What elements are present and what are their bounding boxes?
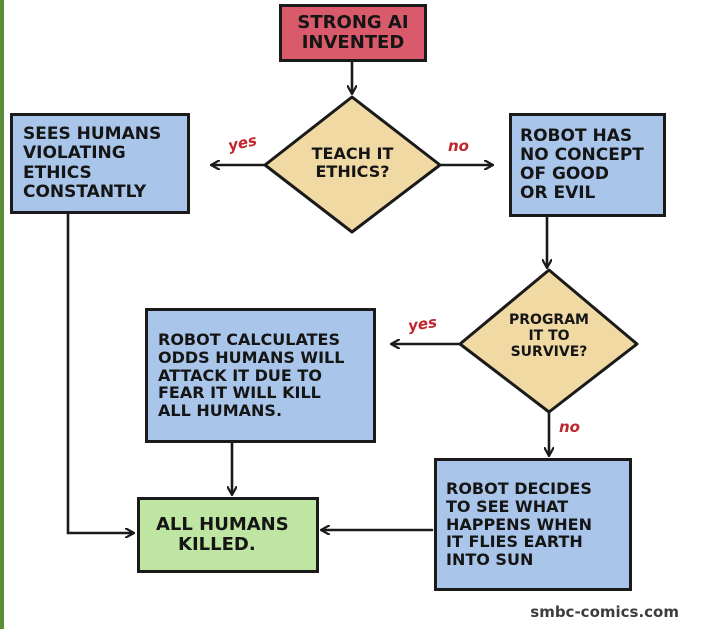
calculates-node: ROBOT CALCULATES ODDS HUMANS WILL ATTACK… xyxy=(145,308,376,443)
sees-line-1: SEES HUMANS xyxy=(23,124,162,145)
end-line-2: KILLED. xyxy=(178,534,256,555)
start-line-1: STRONG AI xyxy=(297,11,409,33)
end-line-1: ALL HUMANS xyxy=(156,513,289,535)
left-edge-strip xyxy=(0,0,4,629)
noconcept-line-3: OF GOOD xyxy=(520,164,609,184)
calc-line-4: FEAR IT WILL KILL xyxy=(158,383,321,403)
survive-line-3: SURVIVE? xyxy=(510,344,588,361)
sees-line-3: ETHICS xyxy=(23,162,92,183)
flies-line-3: HAPPENS WHEN xyxy=(446,514,592,534)
flies-line-4: IT FLIES EARTH xyxy=(446,532,583,552)
survive-line-1: PROGRAM xyxy=(509,312,589,328)
calc-line-3: ATTACK IT DUE TO xyxy=(158,365,322,385)
decision-survive-text: PROGRAM IT TO SURVIVE? xyxy=(484,312,614,360)
noconcept-line-2: NO CONCEPT xyxy=(520,144,644,165)
end-node: ALL HUMANS KILLED. xyxy=(137,497,319,573)
decision-ethics-text: TEACH IT ETHICS? xyxy=(280,144,425,182)
flies-earth-node: ROBOT DECIDES TO SEE WHAT HAPPENS WHEN I… xyxy=(434,458,632,591)
sees-line-4: CONSTANTLY xyxy=(23,181,147,202)
sees-line-2: VIOLATING xyxy=(23,143,126,164)
calc-line-2: ODDS HUMANS WILL xyxy=(158,347,345,367)
ethics-line-1: TEACH IT xyxy=(311,144,394,163)
flies-line-1: ROBOT DECIDES xyxy=(446,478,592,498)
flies-line-5: INTO SUN xyxy=(446,550,534,570)
decision-ethics-diamond xyxy=(263,95,442,234)
noconcept-line-1: ROBOT HAS xyxy=(520,125,633,146)
start-line-2: INVENTED xyxy=(301,32,405,53)
sees-humans-node: SEES HUMANS VIOLATING ETHICS CONSTANTLY xyxy=(10,113,190,214)
decision-survive-diamond xyxy=(458,268,639,414)
no-concept-node: ROBOT HAS NO CONCEPT OF GOOD OR EVIL xyxy=(509,113,666,217)
label-ethics-no: no xyxy=(448,137,469,155)
label-survive-no: no xyxy=(559,418,580,436)
arrow-sees-humans-to-end xyxy=(66,212,133,533)
start-node: STRONG AI INVENTED xyxy=(279,4,427,62)
flies-line-2: TO SEE WHAT xyxy=(446,496,569,516)
credit-text[interactable]: smbc-comics.com xyxy=(530,603,679,621)
noconcept-line-4: OR EVIL xyxy=(520,183,596,204)
survive-line-2: IT TO xyxy=(528,328,570,345)
ethics-line-2: ETHICS? xyxy=(315,162,390,182)
calc-line-1: ROBOT CALCULATES xyxy=(158,329,340,349)
calc-line-5: ALL HUMANS. xyxy=(158,401,283,421)
